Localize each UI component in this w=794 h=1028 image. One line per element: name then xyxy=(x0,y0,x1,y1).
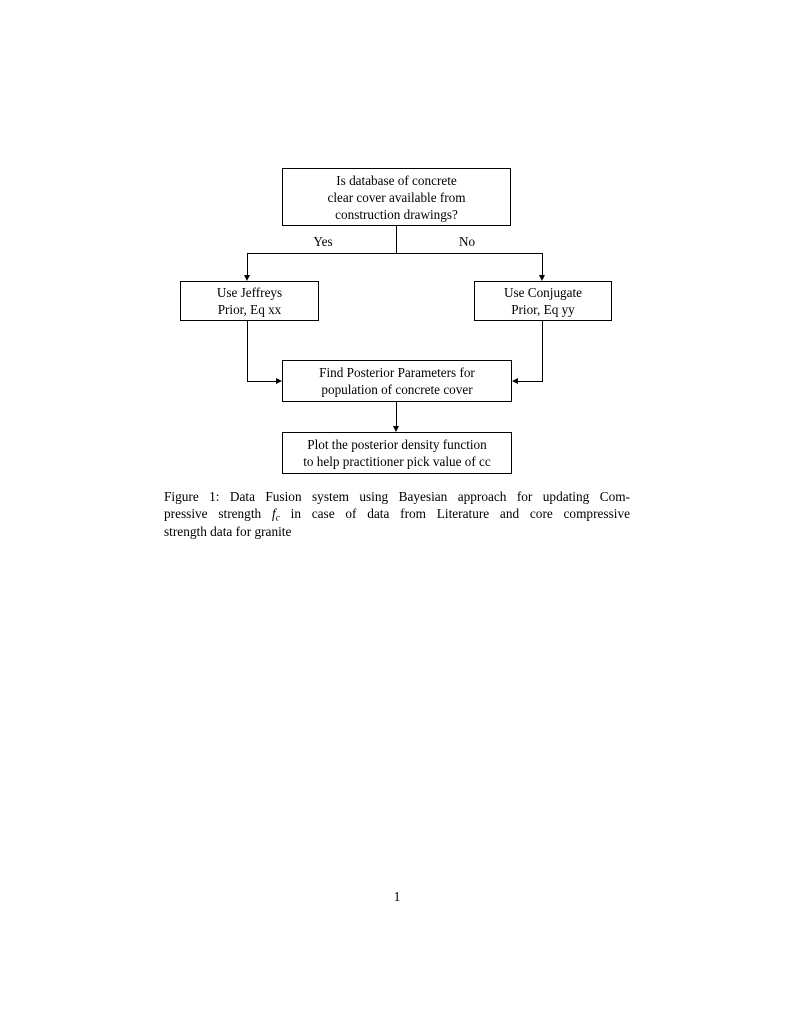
decision-box-line2: clear cover available from xyxy=(327,189,466,205)
plot-density-line2: to help practitioner pick value of cc xyxy=(303,454,491,469)
decision-box-line1: Is database of concrete xyxy=(336,172,457,188)
figure-caption: Figure 1: Data Fusion system using Bayes… xyxy=(164,488,630,540)
yes-arrowhead-icon xyxy=(244,275,250,281)
caption-line2-text-after: in case of data from Literature and core… xyxy=(279,506,630,522)
math-fc-symbol: f xyxy=(271,506,276,522)
connector-jeffreys-down xyxy=(247,321,248,381)
branch-label-yes: Yes xyxy=(313,234,333,249)
caption-line-1: Figure 1: Data Fusion system using Bayes… xyxy=(164,489,630,504)
connector-branch-horizontal xyxy=(247,253,543,254)
posterior-parameters-line1: Find Posterior Parameters for xyxy=(319,365,475,380)
page-number: 1 xyxy=(393,889,401,904)
conjugate-prior-line2: Prior, Eq yy xyxy=(511,302,575,317)
caption-line-3: strength data for granite xyxy=(164,523,292,539)
plot-arrowhead-icon xyxy=(393,426,399,432)
jeffreys-prior-line1: Use Jeffreys xyxy=(216,285,283,300)
plot-density-line1: Plot the posterior density function xyxy=(307,437,487,452)
math-fc-subscript: c xyxy=(275,512,280,524)
no-arrowhead-icon xyxy=(539,275,545,281)
connector-posterior-to-plot xyxy=(396,402,397,427)
decision-box-line3: construction drawings? xyxy=(335,206,458,222)
jeffreys-prior-box: Use Jeffreys Prior, Eq xx xyxy=(180,281,319,321)
connector-conjugate-down xyxy=(542,321,543,381)
connector-no-drop xyxy=(542,253,543,276)
posterior-parameters-box: Find Posterior Parameters for population… xyxy=(282,360,512,402)
decision-box: Is database of concrete clear cover avai… xyxy=(282,168,511,226)
jeffreys-arrowhead-icon xyxy=(276,378,282,384)
caption-line2-text-before: pressive strength xyxy=(164,506,272,522)
posterior-parameters-line2: population of concrete cover xyxy=(321,382,473,397)
connector-conjugate-across xyxy=(517,381,543,382)
conjugate-arrowhead-icon xyxy=(512,378,518,384)
branch-label-no: No xyxy=(458,234,476,249)
connector-jeffreys-across xyxy=(247,381,277,382)
connector-decision-stem xyxy=(396,226,397,253)
conjugate-prior-line1: Use Conjugate xyxy=(503,285,582,300)
plot-density-box: Plot the posterior density function to h… xyxy=(282,432,512,474)
jeffreys-prior-line2: Prior, Eq xx xyxy=(217,302,282,317)
conjugate-prior-box: Use Conjugate Prior, Eq yy xyxy=(474,281,612,321)
connector-yes-drop xyxy=(247,253,248,276)
caption-line-2: pressive strength fc in case of data fro… xyxy=(164,505,630,524)
